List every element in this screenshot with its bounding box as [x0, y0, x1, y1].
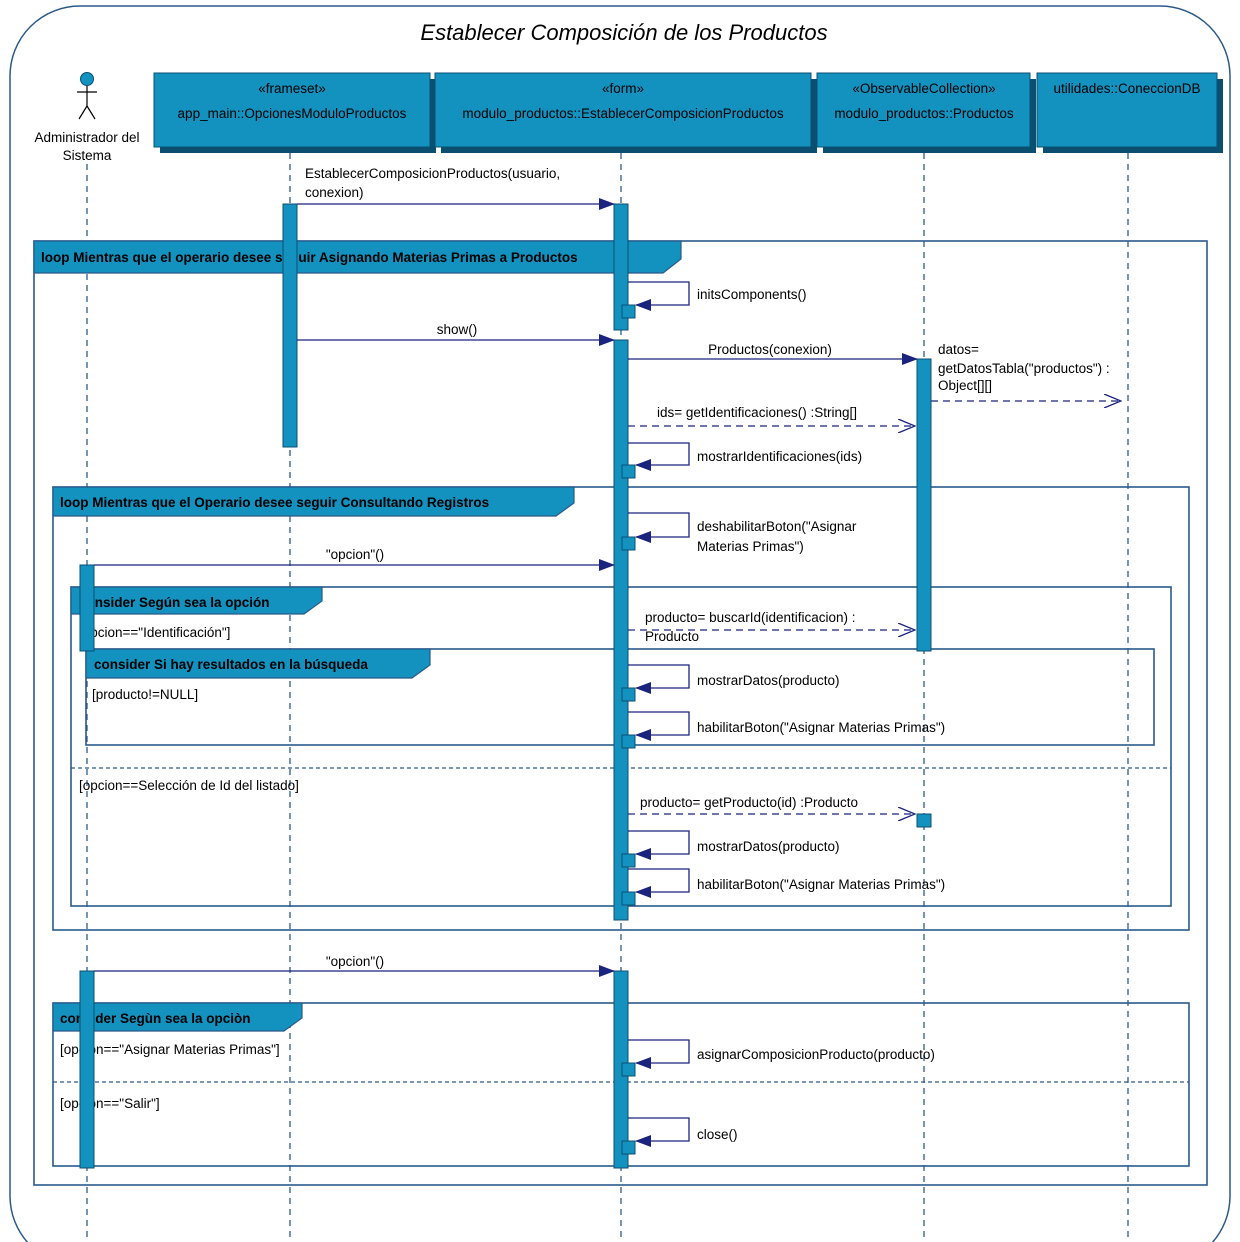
actor-label-line2: Sistema: [63, 148, 112, 163]
self-message-arrow: [628, 1039, 690, 1069]
self-call-activation: [621, 687, 636, 702]
self-call-activation: [621, 1062, 636, 1077]
message-label: conexion): [305, 185, 364, 200]
self-call-activation: [621, 1140, 636, 1155]
guard-seleccion: [opcion==Selección de Id del listado]: [79, 778, 299, 793]
lifeline-name: modulo_productos::EstablecerComposicionP…: [462, 106, 783, 121]
message-label: Producto: [645, 629, 699, 644]
lifeline-name: modulo_productos::Productos: [834, 106, 1014, 121]
frame-label: consider Si hay resultados en la búsqued…: [94, 657, 368, 672]
actor-label: Administrador del: [34, 130, 139, 145]
lifeline-header-establecer: «form» modulo_productos::EstablecerCompo…: [434, 72, 817, 153]
lifeline-name: app_main::OpcionesModuloProductos: [178, 106, 407, 121]
self-call-activation: [621, 536, 636, 551]
message-label: producto= buscarId(identificacion) :: [645, 610, 856, 625]
activation-bar: [613, 339, 629, 921]
lifeline-stereotype: «frameset»: [258, 81, 326, 96]
message-label: "opcion"(): [326, 954, 384, 969]
frame-consider-opcion2: consider Segùn sea la opciòn [opcion=="A…: [52, 1002, 1190, 1167]
frame-loop-main: loop Mientras que el operario desee segu…: [33, 240, 1208, 1186]
self-call-activation: [621, 853, 636, 868]
message-label: mostrarIdentificaciones(ids): [697, 449, 862, 464]
self-message-arrow: [628, 442, 690, 471]
self-message-arrow: [628, 1117, 690, 1147]
self-message-arrow: [628, 868, 690, 898]
guard-salir: [opcion=="Salir"]: [60, 1096, 160, 1111]
self-call-activation: [621, 734, 636, 749]
frame-label: loop Mientras que el Operario desee segu…: [60, 495, 489, 510]
message-label: Materias Primas"): [697, 539, 804, 554]
message-label: producto= getProducto(id) :Producto: [640, 795, 858, 810]
lifeline-header-conecciondb: utilidades::ConeccionDB: [1036, 72, 1223, 153]
activation-bar: [79, 564, 95, 652]
guard-asignar: [opcion=="Asignar Materias Primas"]: [60, 1042, 280, 1057]
message-label: Productos(conexion): [708, 342, 832, 357]
activation-bar: [916, 358, 932, 652]
self-call-activation: [621, 891, 636, 906]
self-message-arrow: [628, 512, 690, 543]
message-label: datos=: [938, 342, 979, 357]
self-message-arrow: [628, 664, 690, 694]
message-label: initsComponents(): [697, 287, 807, 302]
message-label: deshabilitarBoton("Asignar: [697, 519, 857, 534]
frame-label: loop Mientras que el operario desee segu…: [41, 250, 578, 265]
message-label: "opcion"(): [326, 547, 384, 562]
lifeline-stereotype: «ObservableCollection»: [852, 81, 995, 96]
message-label: getDatosTabla("productos") :: [938, 361, 1110, 376]
frame-label: consider Segùn sea la opciòn: [60, 1011, 251, 1026]
actor-icon: [77, 72, 97, 120]
message-label: mostrarDatos(producto): [697, 673, 840, 688]
self-call-activation: [621, 464, 636, 479]
activation-bar: [613, 203, 629, 331]
frame-label: consider Según sea la opción: [79, 595, 270, 610]
message-label: EstablecerComposicionProductos(usuario,: [305, 166, 560, 181]
lifeline-header-productos: «ObservableCollection» modulo_productos:…: [816, 72, 1036, 153]
message-label: show(): [437, 322, 478, 337]
message-label: Object[][]: [938, 378, 992, 393]
activation-bar: [916, 813, 932, 828]
message-label: mostrarDatos(producto): [697, 839, 840, 854]
message-label: habilitarBoton("Asignar Materias Primas"…: [697, 720, 945, 735]
diagram-title: Establecer Composición de los Productos: [420, 20, 827, 45]
message-label: habilitarBoton("Asignar Materias Primas"…: [697, 877, 945, 892]
lifeline-name: utilidades::ConeccionDB: [1053, 81, 1200, 96]
self-call-activation: [621, 304, 636, 319]
self-message-arrow: [628, 281, 690, 311]
lifeline-stereotype: «form»: [602, 81, 644, 96]
self-message-arrow: [628, 830, 690, 860]
message-label: close(): [697, 1127, 738, 1142]
activation-bar: [282, 203, 298, 448]
message-label: ids= getIdentificaciones() :String[]: [657, 405, 857, 420]
activation-bars: [79, 203, 932, 1169]
message-label: asignarComposicionProducto(producto): [697, 1047, 935, 1062]
lifeline-header-opciones: «frameset» app_main::OpcionesModuloProdu…: [153, 72, 436, 153]
frame-consider-resultados: consider Si hay resultados en la búsqued…: [85, 648, 1155, 746]
activation-bar: [79, 970, 95, 1169]
frame-loop-consult: loop Mientras que el Operario desee segu…: [52, 486, 1190, 931]
self-message-arrow: [628, 711, 690, 741]
guard-identificacion: [opcion=="Identificación"]: [79, 625, 230, 640]
guard-producto-not-null: [producto!=NULL]: [92, 687, 198, 702]
